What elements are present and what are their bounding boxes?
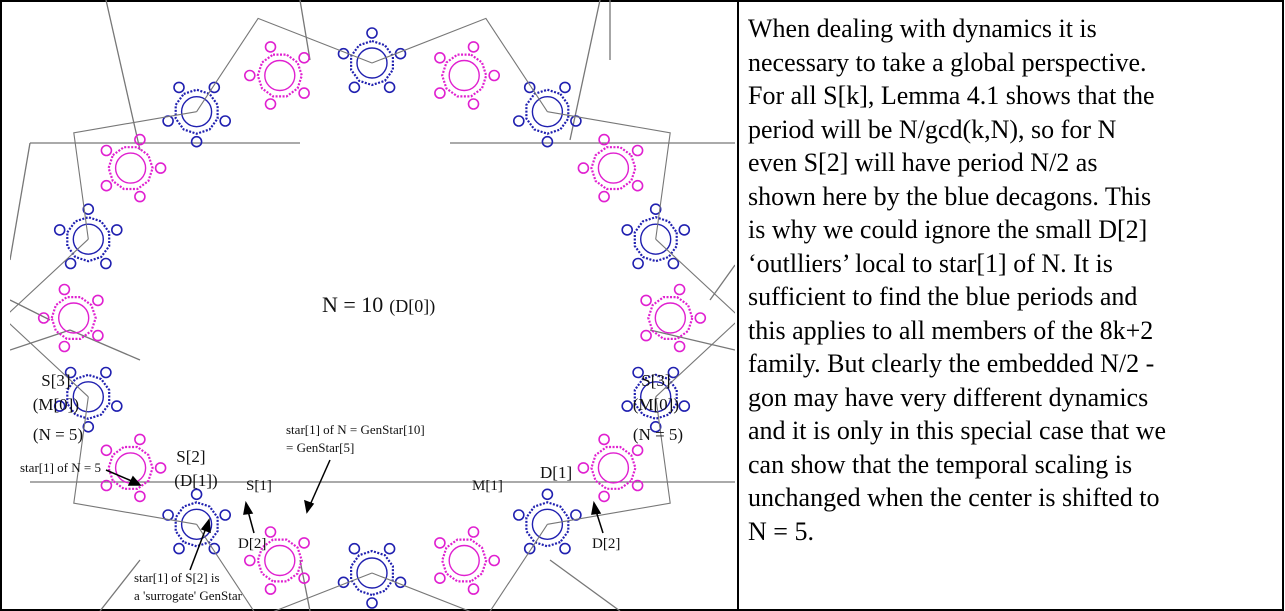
edge-line — [569, 0, 601, 141]
text-line: period will be N/gcd(k,N), so for N — [748, 114, 1117, 144]
star-edge — [547, 111, 671, 240]
decagon-cluster — [434, 41, 501, 110]
star-edge — [73, 111, 197, 240]
d2-left-label: D[2] — [238, 536, 266, 552]
edge-line — [99, 559, 141, 611]
text-line: gon may have very different dynamics — [748, 382, 1149, 412]
decagon-cluster — [100, 433, 167, 503]
figure-panel: N = 10(D[0]) S[3] (M[0]) (N = 5) S[3] (M… — [10, 0, 735, 611]
text-line: even S[2] will have period N/2 as — [748, 148, 1098, 177]
star-edge — [196, 17, 373, 113]
d2-right-label: D[2] — [592, 536, 620, 552]
text-line: sufficient to find the blue periods and — [748, 282, 1138, 311]
decagon-cluster — [577, 433, 644, 503]
left-s3-label: S[3] (M[0]) (N = 5) — [33, 371, 84, 444]
text-line: is why we could ignore the small D[2] — [748, 215, 1148, 244]
edge-line — [649, 329, 735, 351]
decagon-cluster — [100, 133, 167, 203]
genstar-label: star[1] of N = GenStar[10] = GenStar[5] — [286, 422, 428, 455]
decagon-cluster — [162, 81, 231, 148]
decagon-cluster — [244, 41, 310, 110]
decagon-cluster — [337, 542, 407, 609]
text-line: this applies to all members of the 8k+2 — [748, 315, 1154, 345]
m1-label: M[1] — [472, 478, 503, 494]
text-line: When dealing with dynamics it is — [748, 14, 1097, 43]
decagon-cluster — [53, 366, 123, 433]
text-line: For all S[k], Lemma 4.1 shows that the — [748, 81, 1155, 110]
text-line: N = 5. — [748, 516, 814, 546]
decagon-tiles — [10, 17, 735, 611]
text-line: necessary to take a global perspective. — [748, 47, 1147, 77]
decagon-cluster — [37, 283, 104, 353]
star-edge — [371, 17, 548, 113]
right-s3-label: S[3] (M[0]) (N = 5) — [633, 371, 684, 444]
edge-line — [299, 559, 311, 611]
edge-line — [709, 264, 735, 301]
star-edge — [655, 238, 735, 398]
star-edge — [371, 523, 548, 611]
s2-label: S[2] (D[1]) — [174, 447, 217, 490]
edge-line — [105, 0, 141, 151]
decagon-cluster — [640, 283, 707, 353]
decagon-cluster — [512, 488, 582, 555]
text-line: shown here by the blue decagons. This — [748, 181, 1152, 211]
star-edge — [547, 396, 671, 525]
decagon-cluster — [162, 488, 231, 555]
decagon-cluster — [244, 526, 310, 595]
text-line: can show that the temporal scaling is — [748, 449, 1133, 479]
decagon-cluster — [577, 133, 644, 203]
star-edge — [196, 523, 373, 611]
arrows — [105, 459, 604, 571]
decagon-cluster — [512, 81, 582, 148]
edge-line — [299, 0, 311, 61]
center-label: N = 10(D[0]) — [322, 292, 435, 317]
decagon-cluster — [434, 526, 501, 595]
tiling-figure: N = 10(D[0]) S[3] (M[0]) (N = 5) S[3] (M… — [10, 0, 735, 611]
explanation-text: When dealing with dynamics it is necessa… — [748, 12, 1274, 548]
edge-line — [549, 559, 621, 611]
star1-n5-label: star[1] of N = 5 — [20, 460, 101, 475]
text-line: family. But clearly the embedded N/2 - — [748, 349, 1155, 378]
star-edge — [10, 238, 89, 398]
d1-label: D[1] — [540, 463, 572, 482]
text-line: and it is only in this special case that… — [748, 416, 1167, 445]
edge-line — [69, 329, 141, 361]
edge-line — [10, 142, 31, 261]
text-line: ‘outlliers’ local to star[1] of N. It is — [748, 248, 1113, 278]
text-line: unchanged when the center is shifted to — [748, 483, 1160, 512]
edge-line — [10, 299, 51, 321]
decagon-cluster — [337, 27, 407, 94]
star-edge — [73, 396, 197, 525]
s1-label: S[1] — [246, 478, 272, 494]
surrogate-label: star[1] of S[2] is a 'surrogate' GenStar — [134, 570, 243, 603]
figure-labels: N = 10(D[0]) S[3] (M[0]) (N = 5) S[3] (M… — [20, 292, 683, 603]
